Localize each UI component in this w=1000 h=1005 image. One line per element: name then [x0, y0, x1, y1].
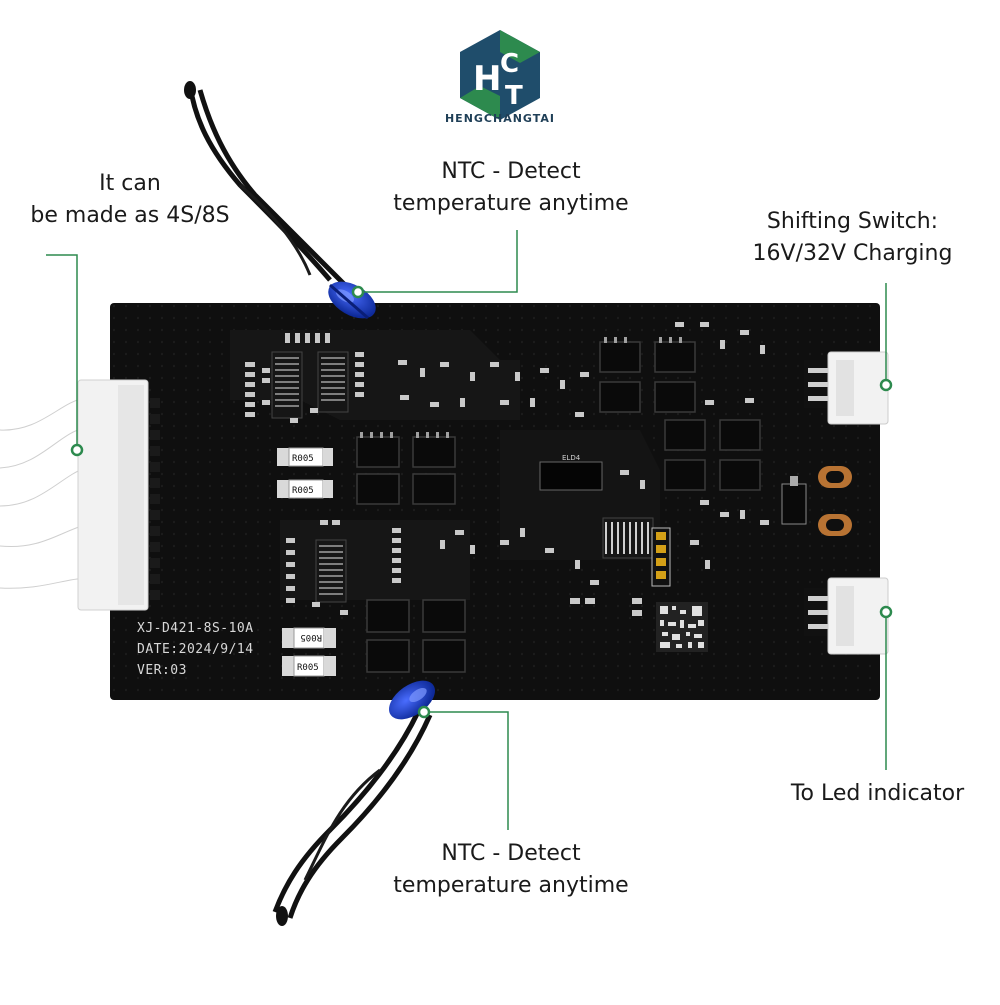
qr-code	[656, 602, 708, 652]
callout-cells-line1: It can	[99, 171, 161, 196]
svg-text:R005: R005	[292, 486, 314, 496]
callout-ntc-bottom-line2: temperature anytime	[393, 873, 629, 898]
board-silkscreen: XJ-D421-8S-10A DATE:2024/9/14 VER:03	[137, 618, 254, 681]
resistor-label-group: R005 R005	[292, 454, 314, 496]
leader-dots	[70, 285, 893, 719]
brand-name: HENGCHANGTAI	[444, 112, 556, 125]
wire-bundle	[0, 385, 87, 605]
callout-ntc-top: NTC - Detect temperature anytime	[368, 156, 654, 220]
brand-logo: H C T	[460, 30, 540, 120]
board-model: XJ-D421-8S-10A	[137, 621, 254, 636]
connector-pins	[150, 398, 160, 600]
callout-led: To Led indicator	[770, 778, 985, 810]
charging-pads	[818, 466, 852, 536]
callout-switch: Shifting Switch: 16V/32V Charging	[730, 206, 975, 270]
logo-letter-c: C	[500, 49, 519, 79]
ntc-thermistor-top	[184, 81, 376, 320]
mosfet-array	[356, 341, 761, 673]
callout-cells: It can be made as 4S/8S	[10, 168, 250, 232]
callout-ntc-bottom-line1: NTC - Detect	[441, 841, 581, 866]
pin-header	[651, 527, 671, 587]
passive-components	[245, 322, 769, 616]
logo-letter-t: T	[505, 81, 523, 111]
callout-switch-line1: Shifting Switch:	[766, 209, 939, 234]
logo-letter-h: H	[473, 59, 501, 99]
led-connector	[804, 577, 889, 655]
svg-text:R005: R005	[300, 632, 322, 642]
board-version: VER:03	[137, 663, 187, 678]
callout-cells-line2: be made as 4S/8S	[30, 203, 230, 228]
switch-connector	[804, 351, 889, 425]
callout-ntc-bottom: NTC - Detect temperature anytime	[368, 838, 654, 902]
power-transistor	[781, 476, 807, 525]
callout-switch-line2: 16V/32V Charging	[752, 241, 953, 266]
ic-chips	[271, 351, 654, 603]
callout-led-line1: To Led indicator	[790, 781, 965, 806]
callout-ntc-top-line1: NTC - Detect	[441, 159, 581, 184]
svg-text:R005: R005	[297, 663, 319, 673]
callout-ntc-top-line2: temperature anytime	[393, 191, 629, 216]
leader-lines	[46, 230, 887, 830]
board-date: DATE:2024/9/14	[137, 642, 254, 657]
shunt-resistors	[277, 447, 336, 677]
svg-text:R005: R005	[292, 454, 314, 464]
chip-label: ELD4	[562, 454, 581, 462]
